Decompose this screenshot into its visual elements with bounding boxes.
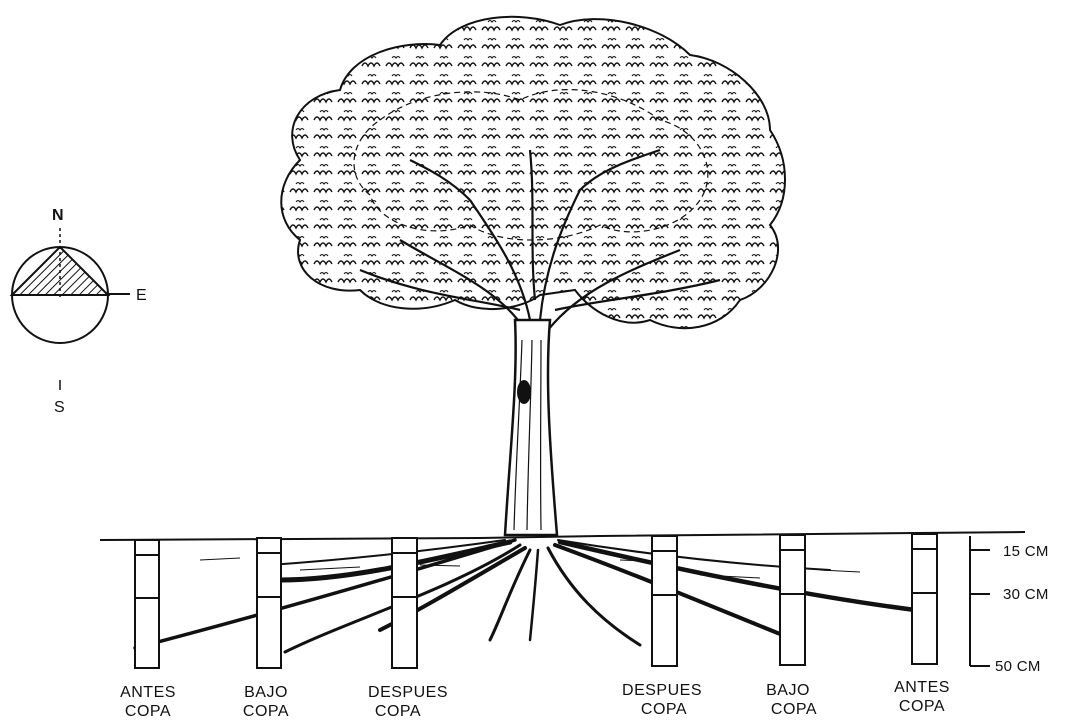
pit-4 (651, 535, 678, 667)
pit-label-6-line2: COPA (899, 698, 945, 715)
depth-label-15: 15 CM (1003, 543, 1049, 560)
pit-label-2-line1: BAJO (244, 684, 288, 701)
pit-label-2-line2: COPA (243, 703, 289, 720)
tree-crown (280, 15, 786, 331)
pit-labels: ANTES COPA BAJO COPA DESPUES COPA DESPUE… (120, 679, 950, 720)
compass-south-label: S (54, 399, 65, 416)
trunk-outline (503, 318, 559, 537)
pit-label-4-line1: DESPUES (622, 682, 702, 699)
depth-label-30: 30 CM (1003, 586, 1049, 603)
pit-1 (134, 539, 160, 669)
sampling-pits (134, 533, 938, 669)
compass-east-label: E (136, 287, 147, 304)
soil-texture (199, 557, 861, 579)
pit-label-5-line1: BAJO (766, 682, 810, 699)
pit-label-6-line1: ANTES (894, 679, 950, 696)
pit-label-1-line1: ANTES (120, 684, 176, 701)
crown-inner-shading (353, 89, 709, 241)
depth-label-50: 50 CM (995, 658, 1041, 675)
depth-scale: 15 CM 30 CM 50 CM (969, 536, 1049, 675)
pit-label-4-line2: COPA (641, 701, 687, 718)
pit-label-3-line1: DESPUES (368, 684, 448, 701)
compass-north-label: N (52, 207, 64, 224)
pit-5 (779, 534, 806, 666)
pit-label-5-line2: COPA (771, 701, 817, 718)
pit-3 (391, 537, 418, 669)
tree-branches (359, 148, 721, 331)
pit-label-1-line2: COPA (125, 703, 171, 720)
pit-6 (911, 533, 938, 665)
pit-label-3-line2: COPA (375, 703, 421, 720)
trunk-bark-lines (513, 339, 542, 531)
crown-outline (280, 15, 786, 330)
ground-line (99, 531, 1026, 541)
compass: N E S (9, 207, 147, 416)
tree-trunk (503, 318, 559, 537)
trunk-knot (517, 380, 531, 404)
pit-2 (256, 537, 282, 669)
